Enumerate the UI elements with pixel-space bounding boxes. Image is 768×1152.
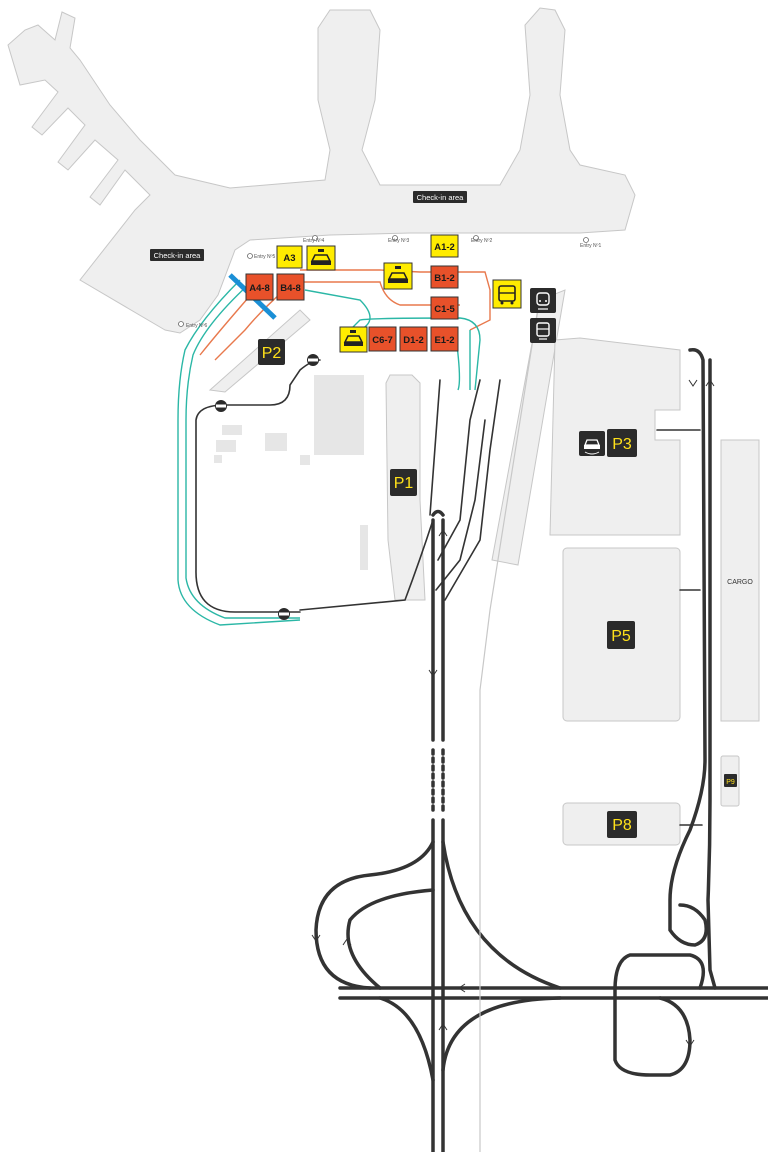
taxi-icon[interactable] <box>306 245 336 271</box>
stop-c1-5-label: C1-5 <box>434 304 455 315</box>
checkin-center-text: Check-in area <box>417 193 465 202</box>
train-icon[interactable] <box>530 288 556 313</box>
parking-label-p9[interactable]: P9 <box>724 774 737 787</box>
stop-a3[interactable]: A3 <box>276 245 303 269</box>
cargo-area <box>720 439 760 722</box>
p5-text: P5 <box>611 628 631 645</box>
road-network <box>195 347 768 1152</box>
parking-label-p3[interactable]: P3 <box>607 429 637 457</box>
entry-labels: Entry Nº1 Entry Nº2 Entry Nº3 Entry Nº4 … <box>178 235 601 329</box>
stop-b1-2[interactable]: B1-2 <box>430 265 459 289</box>
right-strip <box>491 289 566 566</box>
stop-c6-7-label: C6-7 <box>372 335 393 346</box>
parking-areas <box>208 289 760 846</box>
car-rental-icon[interactable] <box>579 431 605 456</box>
entry-4-label: Entry Nº4 <box>303 238 324 244</box>
p2-text: P2 <box>262 345 282 362</box>
parking-label-p2[interactable]: P2 <box>258 339 285 365</box>
parking-gate-icon <box>215 354 319 620</box>
stop-a4-8-label: A4-8 <box>249 283 270 294</box>
parking-label-p1[interactable]: P1 <box>390 469 417 496</box>
direction-arrows <box>311 379 715 1047</box>
stop-e1-2[interactable]: E1-2 <box>430 326 459 352</box>
stop-c6-7[interactable]: C6-7 <box>368 326 397 352</box>
stop-c1-5[interactable]: C1-5 <box>430 296 459 320</box>
building-blocks <box>214 375 368 570</box>
entry-2-label: Entry Nº2 <box>471 238 492 244</box>
stop-b4-8[interactable]: B4-8 <box>276 273 305 301</box>
stop-a1-2[interactable]: A1-2 <box>430 234 459 258</box>
entry-6-label: Entry Nº6 <box>186 323 207 329</box>
cargo-label: CARGO <box>727 579 753 586</box>
stop-a4-8[interactable]: A4-8 <box>245 273 274 301</box>
train-icon[interactable] <box>530 318 556 343</box>
checkin-label-center: Check-in area <box>413 191 467 203</box>
entry-5-label: Entry Nº5 <box>254 254 275 260</box>
stop-b4-8-label: B4-8 <box>280 283 301 294</box>
p8-text: P8 <box>612 817 632 834</box>
stop-d1-2-label: D1-2 <box>403 335 424 346</box>
p1-text: P1 <box>394 475 414 492</box>
rail-line <box>479 294 541 1152</box>
stop-e1-2-label: E1-2 <box>434 335 454 346</box>
parking-label-p8[interactable]: P8 <box>607 811 637 838</box>
p9-text: P9 <box>726 779 735 786</box>
taxi-icon[interactable] <box>339 326 368 353</box>
stop-d1-2[interactable]: D1-2 <box>399 326 428 352</box>
stop-a3-label: A3 <box>283 253 295 264</box>
terminal-building <box>7 7 636 334</box>
bus-icon[interactable] <box>492 279 522 309</box>
checkin-label-left: Check-in area <box>150 249 204 261</box>
stop-b1-2-label: B1-2 <box>434 273 455 284</box>
checkin-left-text: Check-in area <box>154 251 202 260</box>
taxi-icon[interactable] <box>383 262 413 290</box>
p3-text: P3 <box>612 436 632 453</box>
entry-1-label: Entry Nº1 <box>580 243 601 249</box>
parking-label-p5[interactable]: P5 <box>607 621 635 649</box>
entry-3-label: Entry Nº3 <box>388 238 409 244</box>
stop-a1-2-label: A1-2 <box>434 242 455 253</box>
